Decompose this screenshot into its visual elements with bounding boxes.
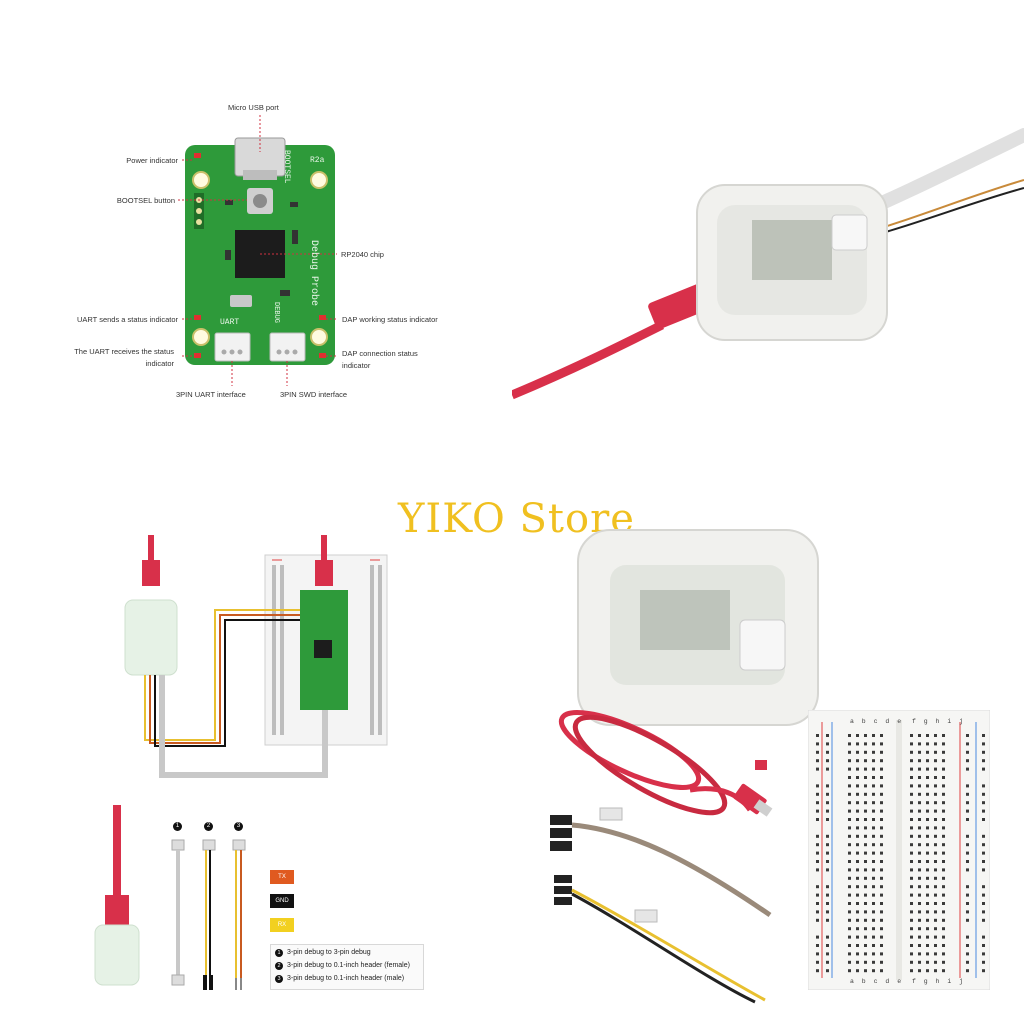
label-bootsel: BOOTSEL button xyxy=(116,196,175,205)
probe-case-image xyxy=(510,128,1024,400)
label-dap-conn-1: DAP connection status xyxy=(342,349,418,358)
breadboard-image xyxy=(807,709,991,991)
legend-num-3: 3 xyxy=(275,975,283,983)
tag-tx: TX xyxy=(270,870,294,884)
legend-text-3: 3-pin debug to 0.1-inch header (male) xyxy=(287,975,405,982)
silk-debug: DEBUG xyxy=(272,302,280,324)
legend-row-3: 3 3-pin debug to 0.1-inch header (male) xyxy=(275,975,404,983)
cable-types-illustration xyxy=(94,805,246,990)
label-power: Power indicator xyxy=(126,156,178,165)
cable-legend: 1 3-pin debug to 3-pin debug 2 3-pin debug… xyxy=(270,944,424,990)
label-dap-conn-2: indicator xyxy=(342,361,371,370)
breadboard-letters-left-top: a b c d e xyxy=(850,718,904,725)
silk-uart: UART xyxy=(220,318,240,327)
silk-rev: R2a xyxy=(310,156,325,165)
breadboard-letters-right-top: f g h i j xyxy=(912,718,966,725)
silk-debug-probe: Debug Probe xyxy=(308,240,319,307)
wiring-diagram xyxy=(100,530,400,790)
label-uart-send: UART sends a status indicator xyxy=(76,315,178,324)
legend-row-2: 2 3-pin debug to 0.1-inch header (female) xyxy=(275,962,410,970)
breadboard-letters-right-bottom: f g h i j xyxy=(912,978,966,985)
label-uart-recv-1: The UART receives the status xyxy=(74,347,174,356)
board-illustration xyxy=(178,115,338,386)
cable-types: 1 2 3 xyxy=(90,800,290,1000)
legend-num-1: 1 xyxy=(275,949,283,957)
legend-row-1: 1 3-pin debug to 3-pin debug xyxy=(275,949,371,957)
legend-text-1: 3-pin debug to 3-pin debug xyxy=(287,949,371,956)
probe-photo xyxy=(510,110,1024,410)
kit-contents-image xyxy=(550,529,819,1004)
cable-number-3: 3 xyxy=(234,822,243,831)
label-micro-usb: Micro USB port xyxy=(228,103,279,112)
breadboard-photo: a b c d e f g h i j a b c d e f g h i j xyxy=(807,709,991,991)
cable-number-1: 1 xyxy=(173,822,182,831)
silk-bootsel: BOOTSEL xyxy=(282,150,291,184)
board-diagram: BOOTSEL R2a Debug Probe UART DEBUG Micro… xyxy=(60,90,460,410)
legend-text-2: 3-pin debug to 0.1-inch header (female) xyxy=(287,962,410,969)
kit-photo xyxy=(540,520,1024,1020)
cable-number-2: 2 xyxy=(204,822,213,831)
label-uart-interface: 3PIN UART interface xyxy=(176,390,246,399)
label-swd-interface: 3PIN SWD interface xyxy=(280,390,348,399)
wiring-illustration xyxy=(124,535,388,778)
breadboard-letters-left-bottom: a b c d e xyxy=(850,978,904,985)
label-dap-working: DAP working status indicator xyxy=(342,315,438,324)
tag-rx: RX xyxy=(270,918,294,932)
legend-num-2: 2 xyxy=(275,962,283,970)
label-uart-recv-2: indicator xyxy=(145,359,174,368)
tag-gnd: GND xyxy=(270,894,294,908)
label-rp2040: RP2040 chip xyxy=(341,250,384,259)
